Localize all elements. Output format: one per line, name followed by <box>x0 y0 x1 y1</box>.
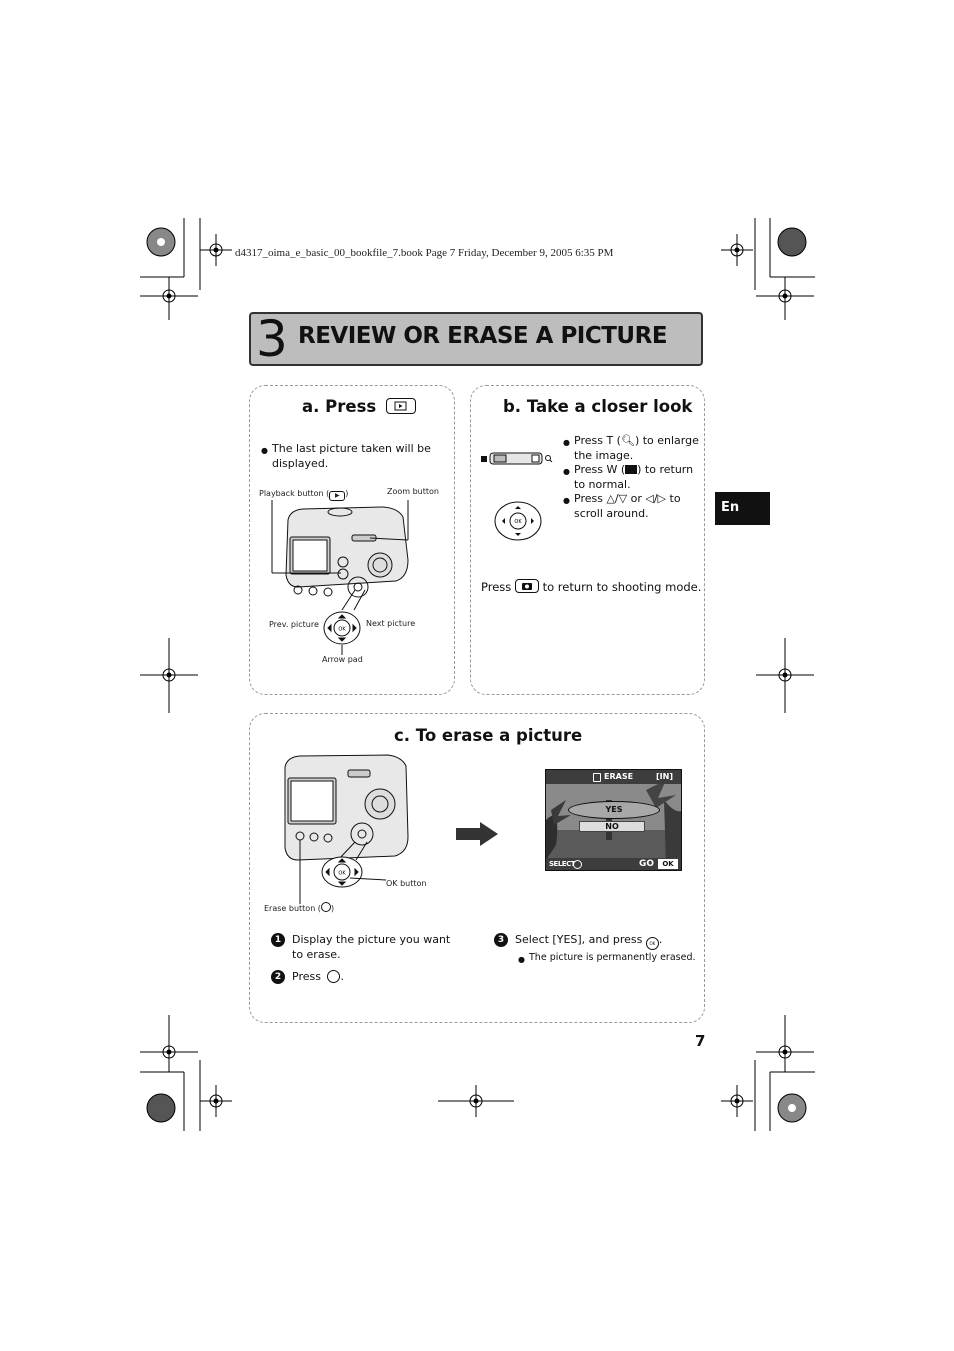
step-2: 2 Press . <box>271 970 461 985</box>
panel-a <box>249 385 455 695</box>
lcd-select-label: SELECT <box>549 860 575 868</box>
left-arrow-icon: ◁ <box>645 492 654 505</box>
chapter-number: 3 <box>256 310 288 368</box>
section-b-heading: b. Take a closer look <box>503 397 693 416</box>
up-arrow-icon: △ <box>606 492 615 505</box>
section-a-heading: a. Press <box>302 397 416 416</box>
bullet-scroll-slash1: / <box>614 492 619 505</box>
step-2-pre: Press <box>292 970 321 983</box>
erase-label-end: ) <box>330 904 335 913</box>
step-3-line: Select [YES], and press OK. <box>515 933 699 950</box>
panel-c <box>249 713 705 1023</box>
bullet-zoom-in-pre: Press T ( <box>574 434 621 447</box>
lcd-no-option[interactable]: NO <box>579 821 645 832</box>
bullet-scroll-or: or <box>627 492 646 505</box>
section-b-bullets: Press T (🔍︎) to enlarge the image. Press… <box>563 434 699 521</box>
camera-back-illustration: OK <box>271 500 409 655</box>
right-arrow-icon <box>456 822 498 846</box>
arrow-pad-label: Arrow pad <box>322 655 363 664</box>
panel-b <box>470 385 705 695</box>
return-to-shooting-text: Press to return to shooting mode. <box>481 579 701 595</box>
down-arrow-icon: ▽ <box>618 492 628 505</box>
language-tab: En <box>715 492 770 525</box>
erase-key-icon <box>327 970 341 983</box>
next-picture-label: Next picture <box>366 619 416 628</box>
lcd-top-bar <box>546 770 681 784</box>
step-3-number: 3 <box>494 933 508 947</box>
magnify-icon: 🔍︎ <box>620 434 635 447</box>
step-2-post: . <box>340 970 344 983</box>
svg-text:OK: OK <box>338 627 346 633</box>
lcd-ok-box: OK <box>658 859 678 869</box>
section-a-bullet: The last picture taken will be displayed… <box>261 442 434 471</box>
bullet-scroll-pre: Press <box>574 492 603 505</box>
page-title: REVIEW OR ERASE A PICTURE <box>298 323 668 349</box>
section-a-heading-text: a. Press <box>302 397 377 416</box>
playback-small-icon: ▶ <box>329 491 346 501</box>
file-header-line: d4317_oima_e_basic_00_bookfile_7.book Pa… <box>235 247 614 259</box>
zoom-lever-and-pad-illustration: OK <box>481 452 553 541</box>
step-2-line: Press . <box>292 970 461 985</box>
bullet-zoom-out: Press W () to return to normal. <box>563 463 699 492</box>
playback-label-text: Playback button ( <box>259 489 330 498</box>
bullet-zoom-out-pre: Press W ( <box>574 463 626 476</box>
title-bar <box>249 312 703 366</box>
bullet-scroll: Press △/▽ or ◁/▷ to scroll around. <box>563 492 699 521</box>
bullet-scroll-post: to scroll around. <box>574 492 681 520</box>
lcd-select-pad-icon <box>573 860 582 869</box>
lcd-memory-indicator: [IN] <box>656 772 673 781</box>
lcd-erase-title: ERASE <box>604 772 634 781</box>
svg-text:OK: OK <box>338 871 346 877</box>
zoom-button-label: Zoom button <box>387 487 439 496</box>
step-1: 1 Display the picture you want to erase. <box>271 933 461 962</box>
return-post: to return to shooting mode. <box>542 580 702 594</box>
bullet-zoom-out-post: ) to return to normal. <box>574 463 694 491</box>
prev-picture-label: Prev. picture <box>269 620 319 629</box>
return-pre: Press <box>481 580 512 594</box>
ok-key-icon: OK <box>645 937 659 950</box>
step-1-number: 1 <box>271 933 285 947</box>
erase-label-text: Erase button ( <box>264 904 321 913</box>
bullet-zoom-in-post: ) to enlarge the image. <box>574 434 699 462</box>
step-3-pre: Select [YES], and press <box>515 933 643 946</box>
bullet-zoom-in: Press T (🔍︎) to enlarge the image. <box>563 434 699 463</box>
camera-key-icon <box>514 579 539 593</box>
lcd-trash-icon <box>593 773 601 782</box>
page-number: 7 <box>695 1032 706 1050</box>
right-arrow-icon: ▷ <box>657 492 667 505</box>
step-2-number: 2 <box>271 970 285 984</box>
svg-text:OK: OK <box>514 519 522 525</box>
erase-button-label: Erase button () <box>264 902 334 913</box>
lcd-go-label: GO <box>639 859 655 869</box>
step-3: 3 Select [YES], and press OK. The pictur… <box>494 933 699 967</box>
trash-small-icon <box>320 902 331 912</box>
step-3-note: The picture is permanently erased. <box>518 951 699 967</box>
index-icon <box>625 465 638 474</box>
lcd-screen: ERASE [IN] YES NO SELECT GO OK <box>545 769 682 871</box>
lcd-yes-option[interactable]: YES <box>568 801 660 819</box>
playback-label-end: ) <box>345 489 349 498</box>
step-1-text: Display the picture you want to erase. <box>292 933 451 961</box>
playback-key-icon <box>385 398 416 414</box>
section-c-heading: c. To erase a picture <box>394 726 583 745</box>
playback-button-label: Playback button (▶) <box>259 489 348 501</box>
camera-erase-illustration: OK <box>284 754 409 904</box>
ok-button-label: OK button <box>386 879 427 888</box>
step-3-post: . <box>658 933 663 946</box>
bullet-scroll-slash2: / <box>653 492 658 505</box>
